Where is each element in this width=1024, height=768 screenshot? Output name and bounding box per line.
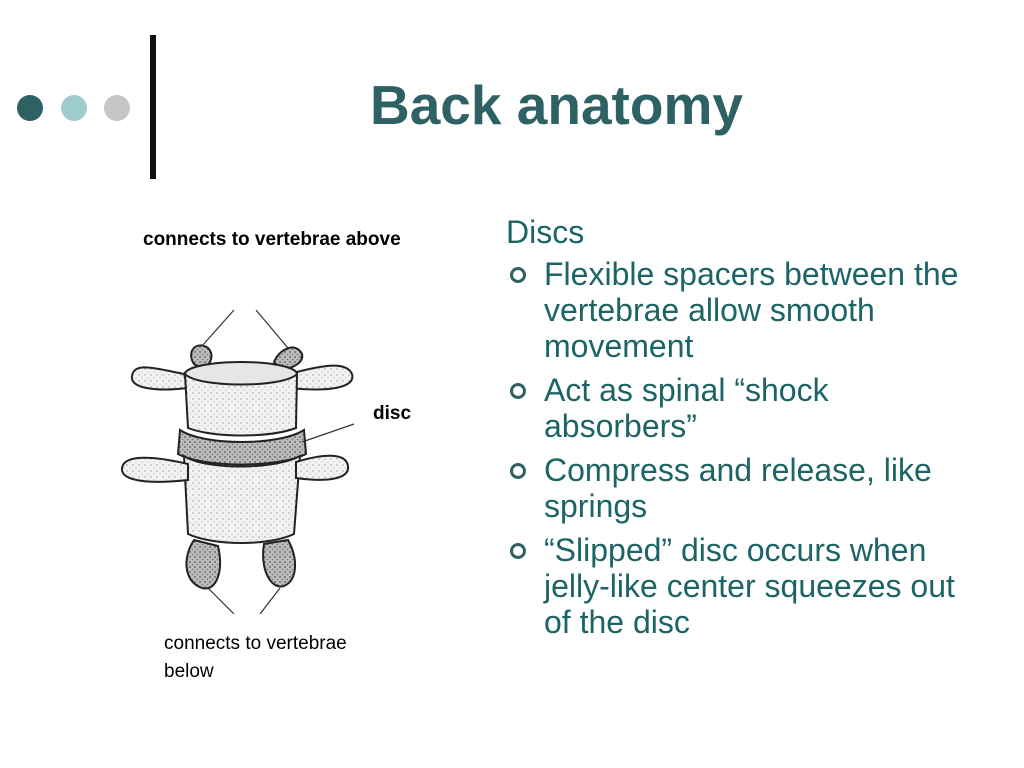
bullet-text: Compress and release, like springs xyxy=(544,452,932,524)
slide-title: Back anatomy xyxy=(370,74,743,136)
bullet-circle-icon xyxy=(510,383,526,399)
bullet-text: Flexible spacers between the vertebrae a… xyxy=(544,256,959,364)
vertebra-disc-illustration xyxy=(120,309,355,614)
bullet-circle-icon xyxy=(510,463,526,479)
bullet-item: “Slipped” disc occurs when jelly-like ce… xyxy=(506,532,976,640)
content-column: Discs Flexible spacers between the verte… xyxy=(506,214,976,648)
decorative-dot-light xyxy=(61,95,87,121)
content-heading: Discs xyxy=(506,214,585,250)
bullet-text: Act as spinal “shock absorbers” xyxy=(544,372,829,444)
label-connects-below: connects to vertebrae below xyxy=(164,633,347,682)
bullet-item: Flexible spacers between the vertebrae a… xyxy=(506,256,976,364)
bullet-item: Act as spinal “shock absorbers” xyxy=(506,372,976,444)
decorative-dot-dark xyxy=(17,95,43,121)
label-connects-above: connects to vertebrae above xyxy=(143,229,401,250)
bullet-list: Flexible spacers between the vertebrae a… xyxy=(506,256,976,640)
bullet-text: “Slipped” disc occurs when jelly-like ce… xyxy=(544,532,955,640)
decorative-vertical-bar xyxy=(150,35,156,179)
label-disc: disc xyxy=(373,403,412,424)
decorative-dot-grey xyxy=(104,95,130,121)
bullet-item: Compress and release, like springs xyxy=(506,452,976,524)
bullet-circle-icon xyxy=(510,543,526,559)
bullet-circle-icon xyxy=(510,267,526,283)
